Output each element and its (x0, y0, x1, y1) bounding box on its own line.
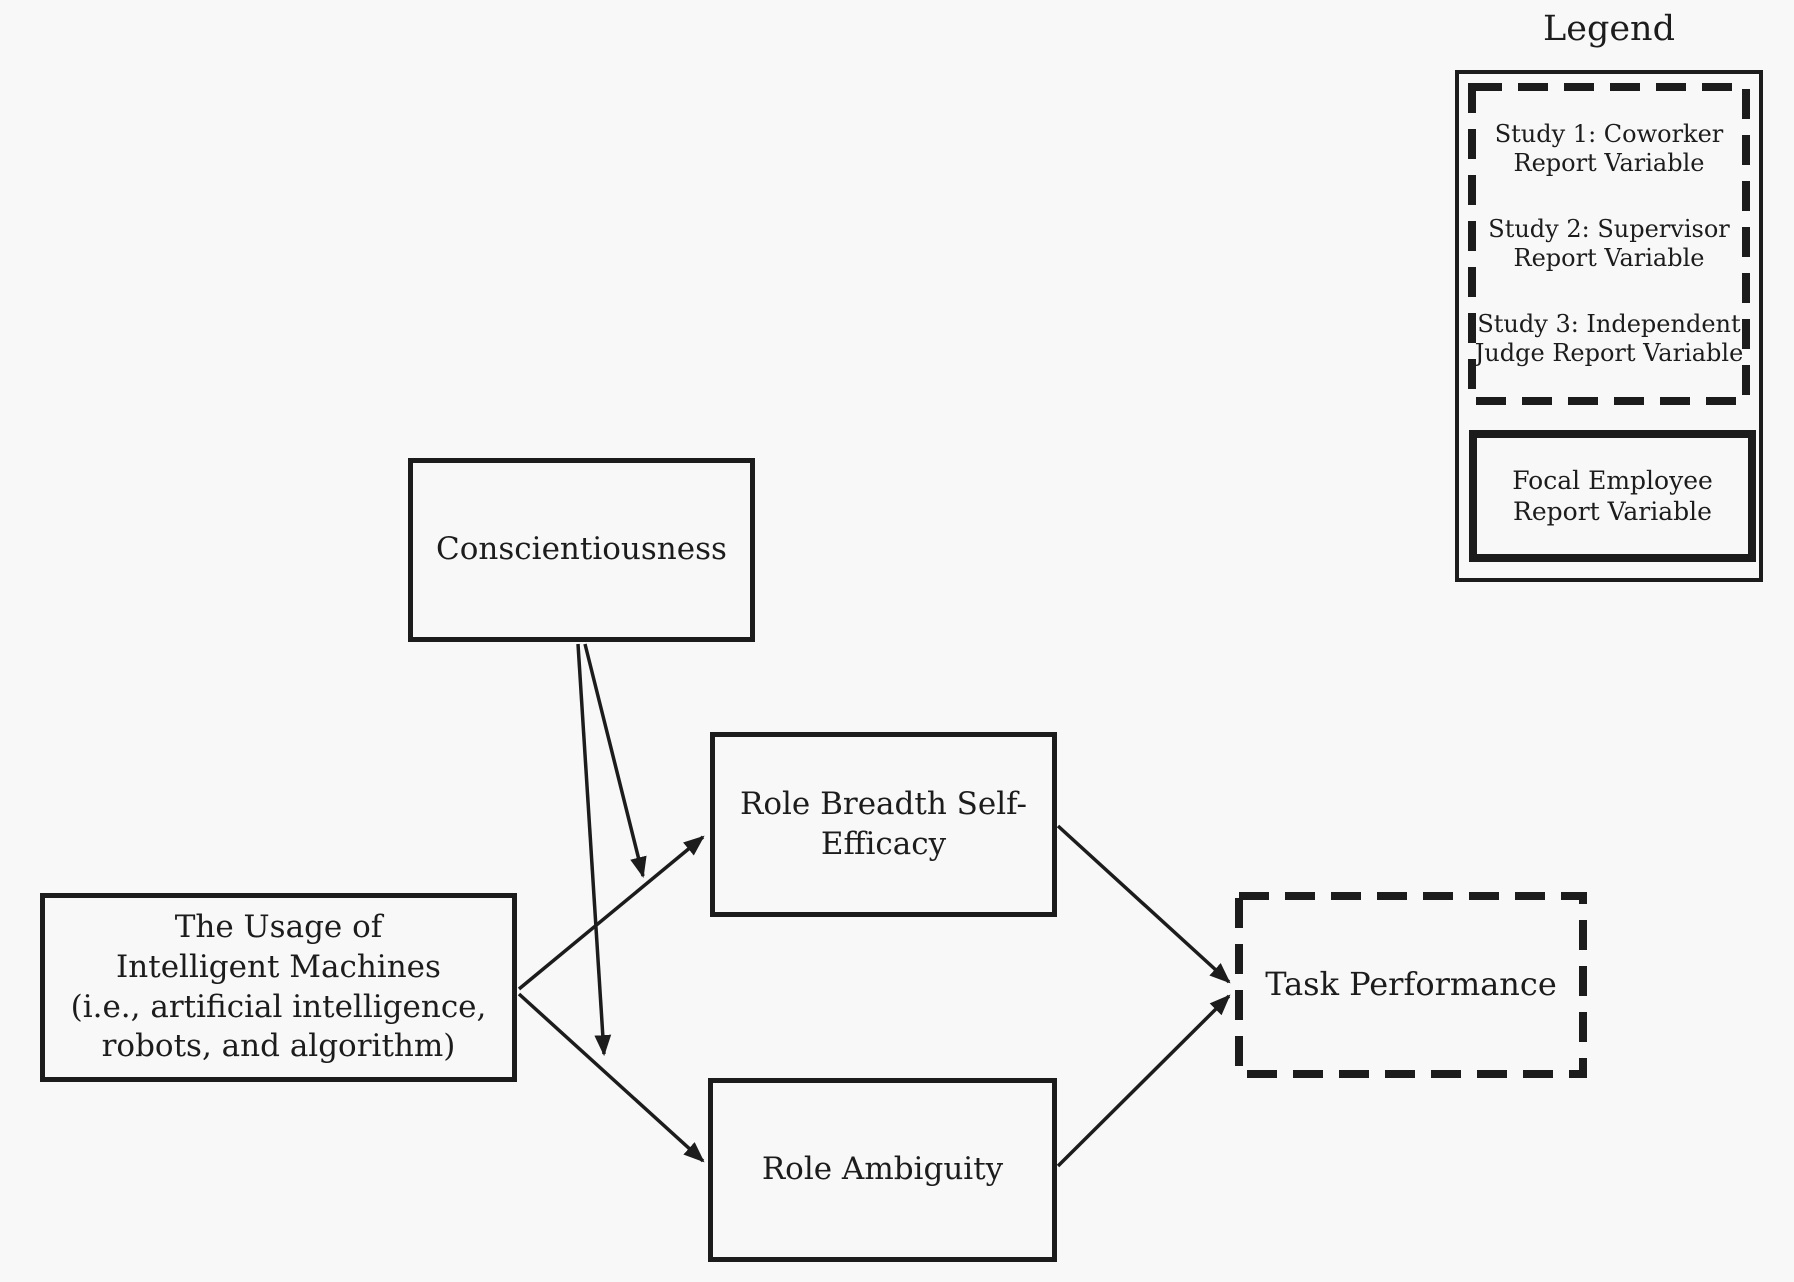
node-task-performance: Task Performance (1265, 965, 1557, 1004)
node-role-breadth-self-efficacy: Role Breadth Self- Efficacy (710, 732, 1057, 917)
legend-title: Legend (1542, 9, 1676, 49)
legend-dashed-section: Study 1: Coworker Report Variable Study … (1468, 83, 1750, 405)
arrow-conscientiousness-to-usage-rbse-path (583, 643, 647, 879)
legend-item-study2: Study 2: Supervisor Report Variable (1488, 214, 1730, 272)
arrow-conscientiousness-to-usage-role-ambiguity-path (576, 643, 612, 1057)
node-conscientiousness: Conscientiousness (408, 458, 755, 642)
arrow-usage-to-rbse (517, 835, 705, 991)
node-usage-intelligent-machines: The Usage of Intelligent Machines (i.e.,… (40, 893, 517, 1082)
legend-item-study3: Study 3: Independent Judge Report Variab… (1474, 309, 1744, 368)
legend-item-focal-employee: Focal Employee Report Variable (1469, 430, 1756, 562)
arrow-rbse-to-task-performance (1056, 824, 1231, 984)
legend-box (1455, 70, 1763, 582)
legend-item-study1: Study 1: Coworker Report Variable (1494, 119, 1724, 177)
arrow-role-ambiguity-to-task-performance (1056, 994, 1231, 1168)
node-role-ambiguity: Role Ambiguity (708, 1078, 1057, 1262)
arrow-usage-to-role-ambiguity (517, 992, 705, 1163)
